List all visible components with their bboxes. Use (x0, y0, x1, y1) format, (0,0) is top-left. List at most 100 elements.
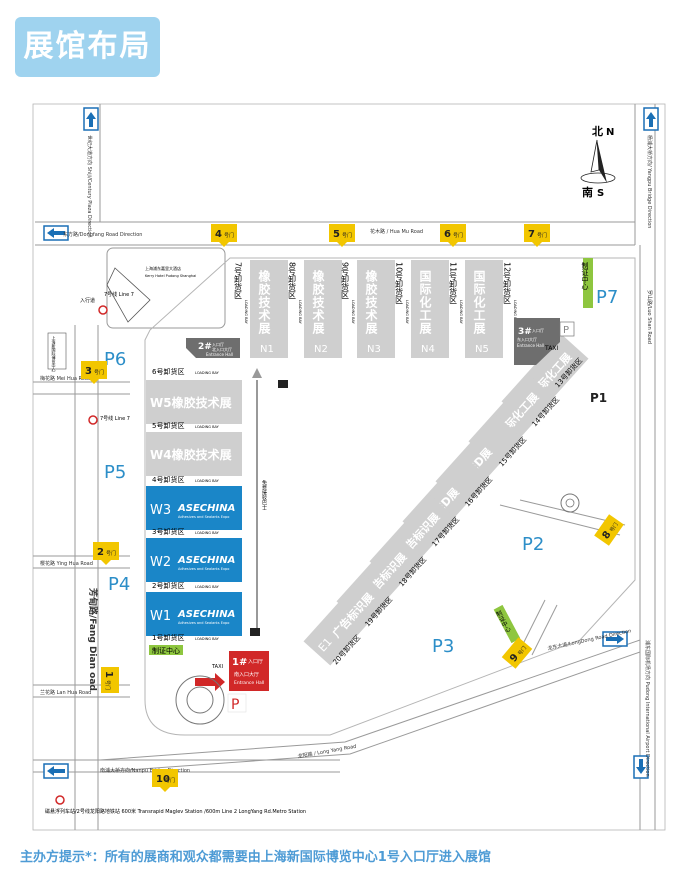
hall-name: ASECHINA (177, 503, 235, 514)
hall-id: W2 (150, 555, 171, 570)
parking-p4: P4 (108, 574, 130, 595)
cert-center-west-label: 制证中心 (152, 646, 180, 655)
page-title: 展馆布局 (15, 17, 160, 77)
road-label-huamu: 花木路 / Hua Mu Road (370, 228, 423, 235)
loading-bay-label: 10号卸货区 (395, 262, 404, 304)
entrance1-cn: 入口厅 (248, 659, 263, 665)
hall-n2[interactable] (304, 260, 342, 358)
taxi-label: TAXI (211, 664, 223, 670)
entrance-hall-2: 2# 入口厅 北入口大厅 Entrance Hall (186, 338, 240, 358)
hall-subtitle: Adhesives and Sealants Expo (178, 515, 229, 519)
hall-n5[interactable] (465, 260, 503, 358)
hotel-name: 上海浦东嘉里大酒店 (145, 265, 181, 271)
gate-number: 5 (333, 229, 340, 240)
arrow-glyph (646, 112, 656, 127)
loading-bay-label: 8号卸货区 (288, 262, 297, 299)
compass-south-en: S (597, 188, 604, 199)
loading-bay-label: 7号卸货区 (234, 262, 243, 299)
gate-9[interactable]: 8号门 (594, 514, 624, 546)
entrance2-en: Entrance Hall (206, 352, 233, 357)
hall-id: W3 (150, 503, 171, 518)
hall-subtitle: Adhesives and Sealants Expo (178, 621, 229, 625)
compass-south: 南 (582, 185, 593, 199)
loading-bay-label: 1号卸货区 (152, 633, 184, 642)
parking-p5: P5 (104, 462, 126, 483)
hall-n1[interactable] (250, 260, 288, 358)
metro-line7-top: 7号线 Line 7 (104, 291, 134, 298)
hall-w3[interactable] (146, 486, 242, 530)
arrow-glyph (86, 112, 96, 127)
loading-bay-label: 11号卸货区 (449, 262, 458, 304)
loading-bay-label: 9号卸货区 (341, 262, 350, 299)
hall-id: N1 (260, 344, 274, 355)
road-label-meihua: 梅花路 Mei Hua Road (40, 375, 91, 382)
gate-10[interactable]: 9号门 (501, 637, 533, 669)
loading-bay-en: LOADING BAY (195, 585, 220, 589)
road-label-yinghua: 樱花路 Ying Hua Road (40, 560, 93, 567)
hall-w1[interactable] (146, 592, 242, 636)
cert-center-north[interactable] (583, 258, 593, 308)
loading-bay-label: 2号卸货区 (152, 581, 184, 590)
gate-7[interactable]: 1号门 (101, 667, 119, 693)
entrance1-num: 1# (232, 657, 247, 668)
gate-label: 号门 (516, 645, 528, 657)
metro-icon (98, 305, 108, 315)
parking-p2: P2 (522, 534, 544, 555)
hotel-name-en: Kerry Hotel Pudong Shanghai (145, 274, 196, 278)
cert-center-west[interactable] (149, 645, 183, 655)
organizer-note: 主办方提示*：所有的展商和观众都需要由上海新国际博览中心1号入口厅进入展馆 (20, 850, 491, 865)
parking-icon (227, 693, 247, 713)
parking-signs: P P TAXI (227, 321, 575, 713)
arrow-glyph (47, 228, 65, 238)
entrance2-num: 2# (198, 342, 212, 352)
compass-north-en: N (606, 127, 614, 138)
hall-n4[interactable] (411, 260, 449, 358)
parking-icon-letter: P (231, 697, 239, 713)
gate-label: 号门 (537, 232, 547, 239)
arrow-glyph (47, 766, 65, 776)
loading-bay-en: LOADING BAY (351, 300, 355, 325)
north-halls: 橡胶技术展N1橡胶技术展N2橡胶技术展N3国际化工展N4国际化工展N57号卸货区… (234, 260, 517, 358)
loading-bay-label: 6号卸货区 (152, 367, 184, 376)
gate-number: 2 (97, 547, 104, 558)
gate-label: 号门 (453, 232, 463, 239)
hall-name: W4橡胶技术展 (150, 447, 232, 462)
loading-bay-label: 5号卸货区 (152, 421, 184, 430)
road-label-shiji: 世纪大道方向 Shiji/Century Plaza Direction (86, 135, 93, 238)
cert-center-north-label: 制证中心 (581, 261, 589, 290)
road-label-dongfang: 东方路/Dongfang Road Direction (63, 231, 142, 238)
entrance2-cn: 入口厅 (212, 342, 224, 347)
metro-entrance: 入行道 (80, 297, 95, 304)
loading-bay-label: 3号卸货区 (152, 527, 184, 536)
hall-w4[interactable] (146, 432, 242, 476)
hall-w2[interactable] (146, 538, 242, 582)
loading-bay-label: 4号卸货区 (152, 475, 184, 484)
gate-number: 10 (156, 774, 170, 785)
hall-n3[interactable] (357, 260, 395, 358)
road-label-lanhua: 兰花路 Lan Hua Road (40, 689, 91, 696)
parking-p3: P3 (432, 636, 454, 657)
hall-id: N4 (421, 344, 435, 355)
gate-label: 号门 (104, 680, 111, 690)
bus-icon (250, 628, 260, 636)
entrance3-num: 3# (518, 327, 532, 337)
cert-center-east[interactable] (493, 604, 521, 644)
parking-icon-letter: P (563, 325, 569, 336)
loading-bay-en: LOADING BAY (195, 425, 220, 429)
gate-label: 号门 (608, 521, 619, 533)
entrance-hall-1[interactable]: 1# 入口厅 南入口大厅 Entrance Hall TAXI (195, 651, 269, 691)
loading-bay-en: LOADING BAY (513, 300, 517, 325)
entrance1-cn2: 南入口大厅 (234, 671, 259, 678)
hall-w5[interactable] (146, 380, 242, 424)
entrance1-en: Entrance Hall (234, 680, 264, 686)
hall-name: 橡胶技术展 (311, 269, 325, 335)
